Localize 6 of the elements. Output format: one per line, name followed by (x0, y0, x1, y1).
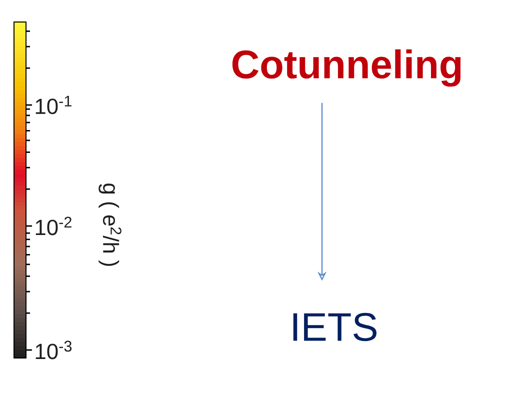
tick-label: 10$^{-2}$ (36, 216, 72, 236)
tick-label: 10$^{-3}$ (36, 340, 72, 360)
tick-label: 10$^{-1}$ (36, 96, 72, 114)
heading-text: IETS (293, 312, 376, 342)
axis-label: g ( e$^{2}$/h ) (98, 184, 122, 266)
heading-text: Cotunneling (232, 49, 461, 87)
